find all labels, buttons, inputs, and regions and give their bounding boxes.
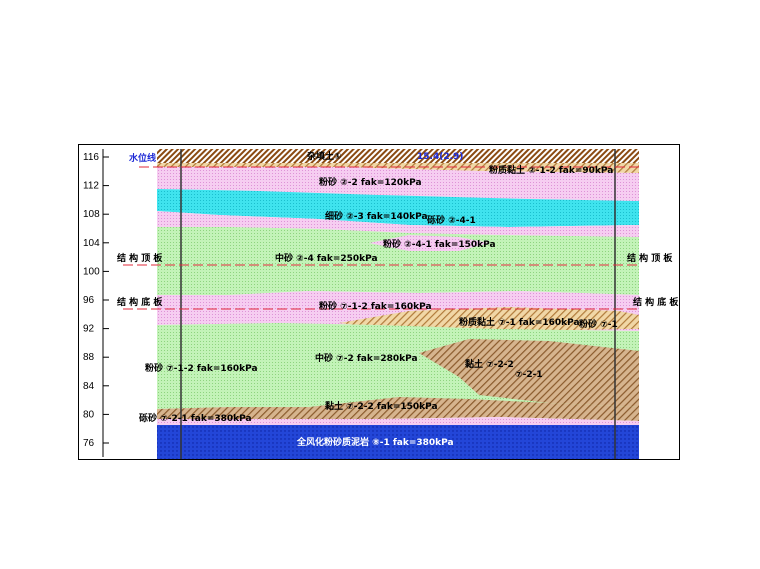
fine-sand-1-label: 粉砂 ②-2 fak=120kPa	[319, 176, 422, 188]
clay-3-label: 黏土 ⑦-2-2 fak=150kPa	[325, 400, 438, 412]
weathered-rock-label: 全风化粉砂质泥岩 ⑧-1 fak=380kPa	[296, 436, 454, 448]
medium-sand-1-label: 中砂 ②-4 fak=250kPa	[275, 252, 378, 264]
layer-fine-sand-cyan	[157, 189, 639, 227]
silty-clay-mid-label: 粉质黏土 ⑦-1 fak=160kPa	[459, 316, 580, 328]
elevation-axis: 116 112 108 104 100 96 92 88 84 80 76	[83, 149, 109, 457]
axis-tick-label: 100	[83, 266, 100, 277]
layer-fine-sand-upper	[157, 167, 639, 201]
axis-tick-label: 84	[83, 381, 95, 392]
layer-silty-clay-top	[157, 163, 639, 173]
layer-fine-sand-band	[157, 211, 639, 237]
axis-tick-label: 80	[83, 409, 95, 420]
fine-sand-5-label: 粉砂 ⑦-1	[579, 318, 618, 330]
lens-clay-large	[419, 339, 639, 407]
bottom-slab-label-left: 结 构 底 板	[117, 296, 163, 308]
gravel-sand-2-label: 砾砂 ⑦-2-1 fak=380kPa	[139, 412, 252, 424]
top-slab-label-left: 结 构 顶 板	[117, 252, 163, 264]
lens-silty-clay-mid	[339, 307, 639, 331]
surface-fill-blue-label: 15.4(2.9)	[417, 152, 463, 162]
axis-tick-label: 108	[83, 209, 100, 220]
geological-profile-frame: 116 112 108 104 100 96 92 88 84 80 76	[78, 144, 680, 460]
layer-clay-lower	[157, 397, 639, 421]
layer-weathered-rock	[157, 425, 639, 459]
lens-fine-sand	[369, 235, 489, 251]
bottom-slab-label-right: 结 构 底 板	[633, 296, 679, 308]
axis-tick-label: 88	[83, 352, 95, 363]
axis-tick-label: 112	[83, 181, 99, 192]
layer-fill-soil	[157, 149, 639, 163]
layer-gravel-sand	[157, 417, 639, 425]
layer-medium-sand-upper	[157, 227, 639, 295]
gravel-sand-1-label: 砾砂 ②-4-1	[427, 214, 476, 226]
medium-sand-2-label: 中砂 ⑦-2 fak=280kPa	[315, 352, 418, 364]
axis-tick-label: 96	[83, 295, 95, 306]
fine-sand-left-label: 粉砂 ⑦-1-2 fak=160kPa	[145, 362, 258, 374]
top-slab-label-right: 结 构 顶 板	[627, 252, 673, 264]
fine-sand-2-label: 细砂 ②-3 fak=140kPa	[325, 210, 428, 222]
water-level-label: 水位线	[129, 152, 156, 164]
fine-sand-3-label: 粉砂 ②-4-1 fak=150kPa	[383, 238, 496, 250]
axis-tick-label: 92	[83, 324, 95, 335]
axis-tick-label: 104	[83, 238, 100, 249]
geological-profile: 116 112 108 104 100 96 92 88 84 80 76	[83, 149, 679, 459]
surface-fill-label: 杂填土①	[307, 150, 342, 162]
fine-sand-4-label: 粉砂 ⑦-1-2 fak=160kPa	[319, 300, 432, 312]
axis-tick-label: 76	[83, 438, 95, 449]
axis-tick-label: 116	[83, 152, 99, 163]
clay-1-label: 黏土 ⑦-2-2	[465, 358, 514, 370]
clay-2-label: ⑦-2-1	[515, 370, 543, 380]
silty-clay-top-label: 粉质黏土 ②-1-2 fak=90kPa	[489, 164, 613, 176]
soil-layers	[157, 149, 639, 459]
